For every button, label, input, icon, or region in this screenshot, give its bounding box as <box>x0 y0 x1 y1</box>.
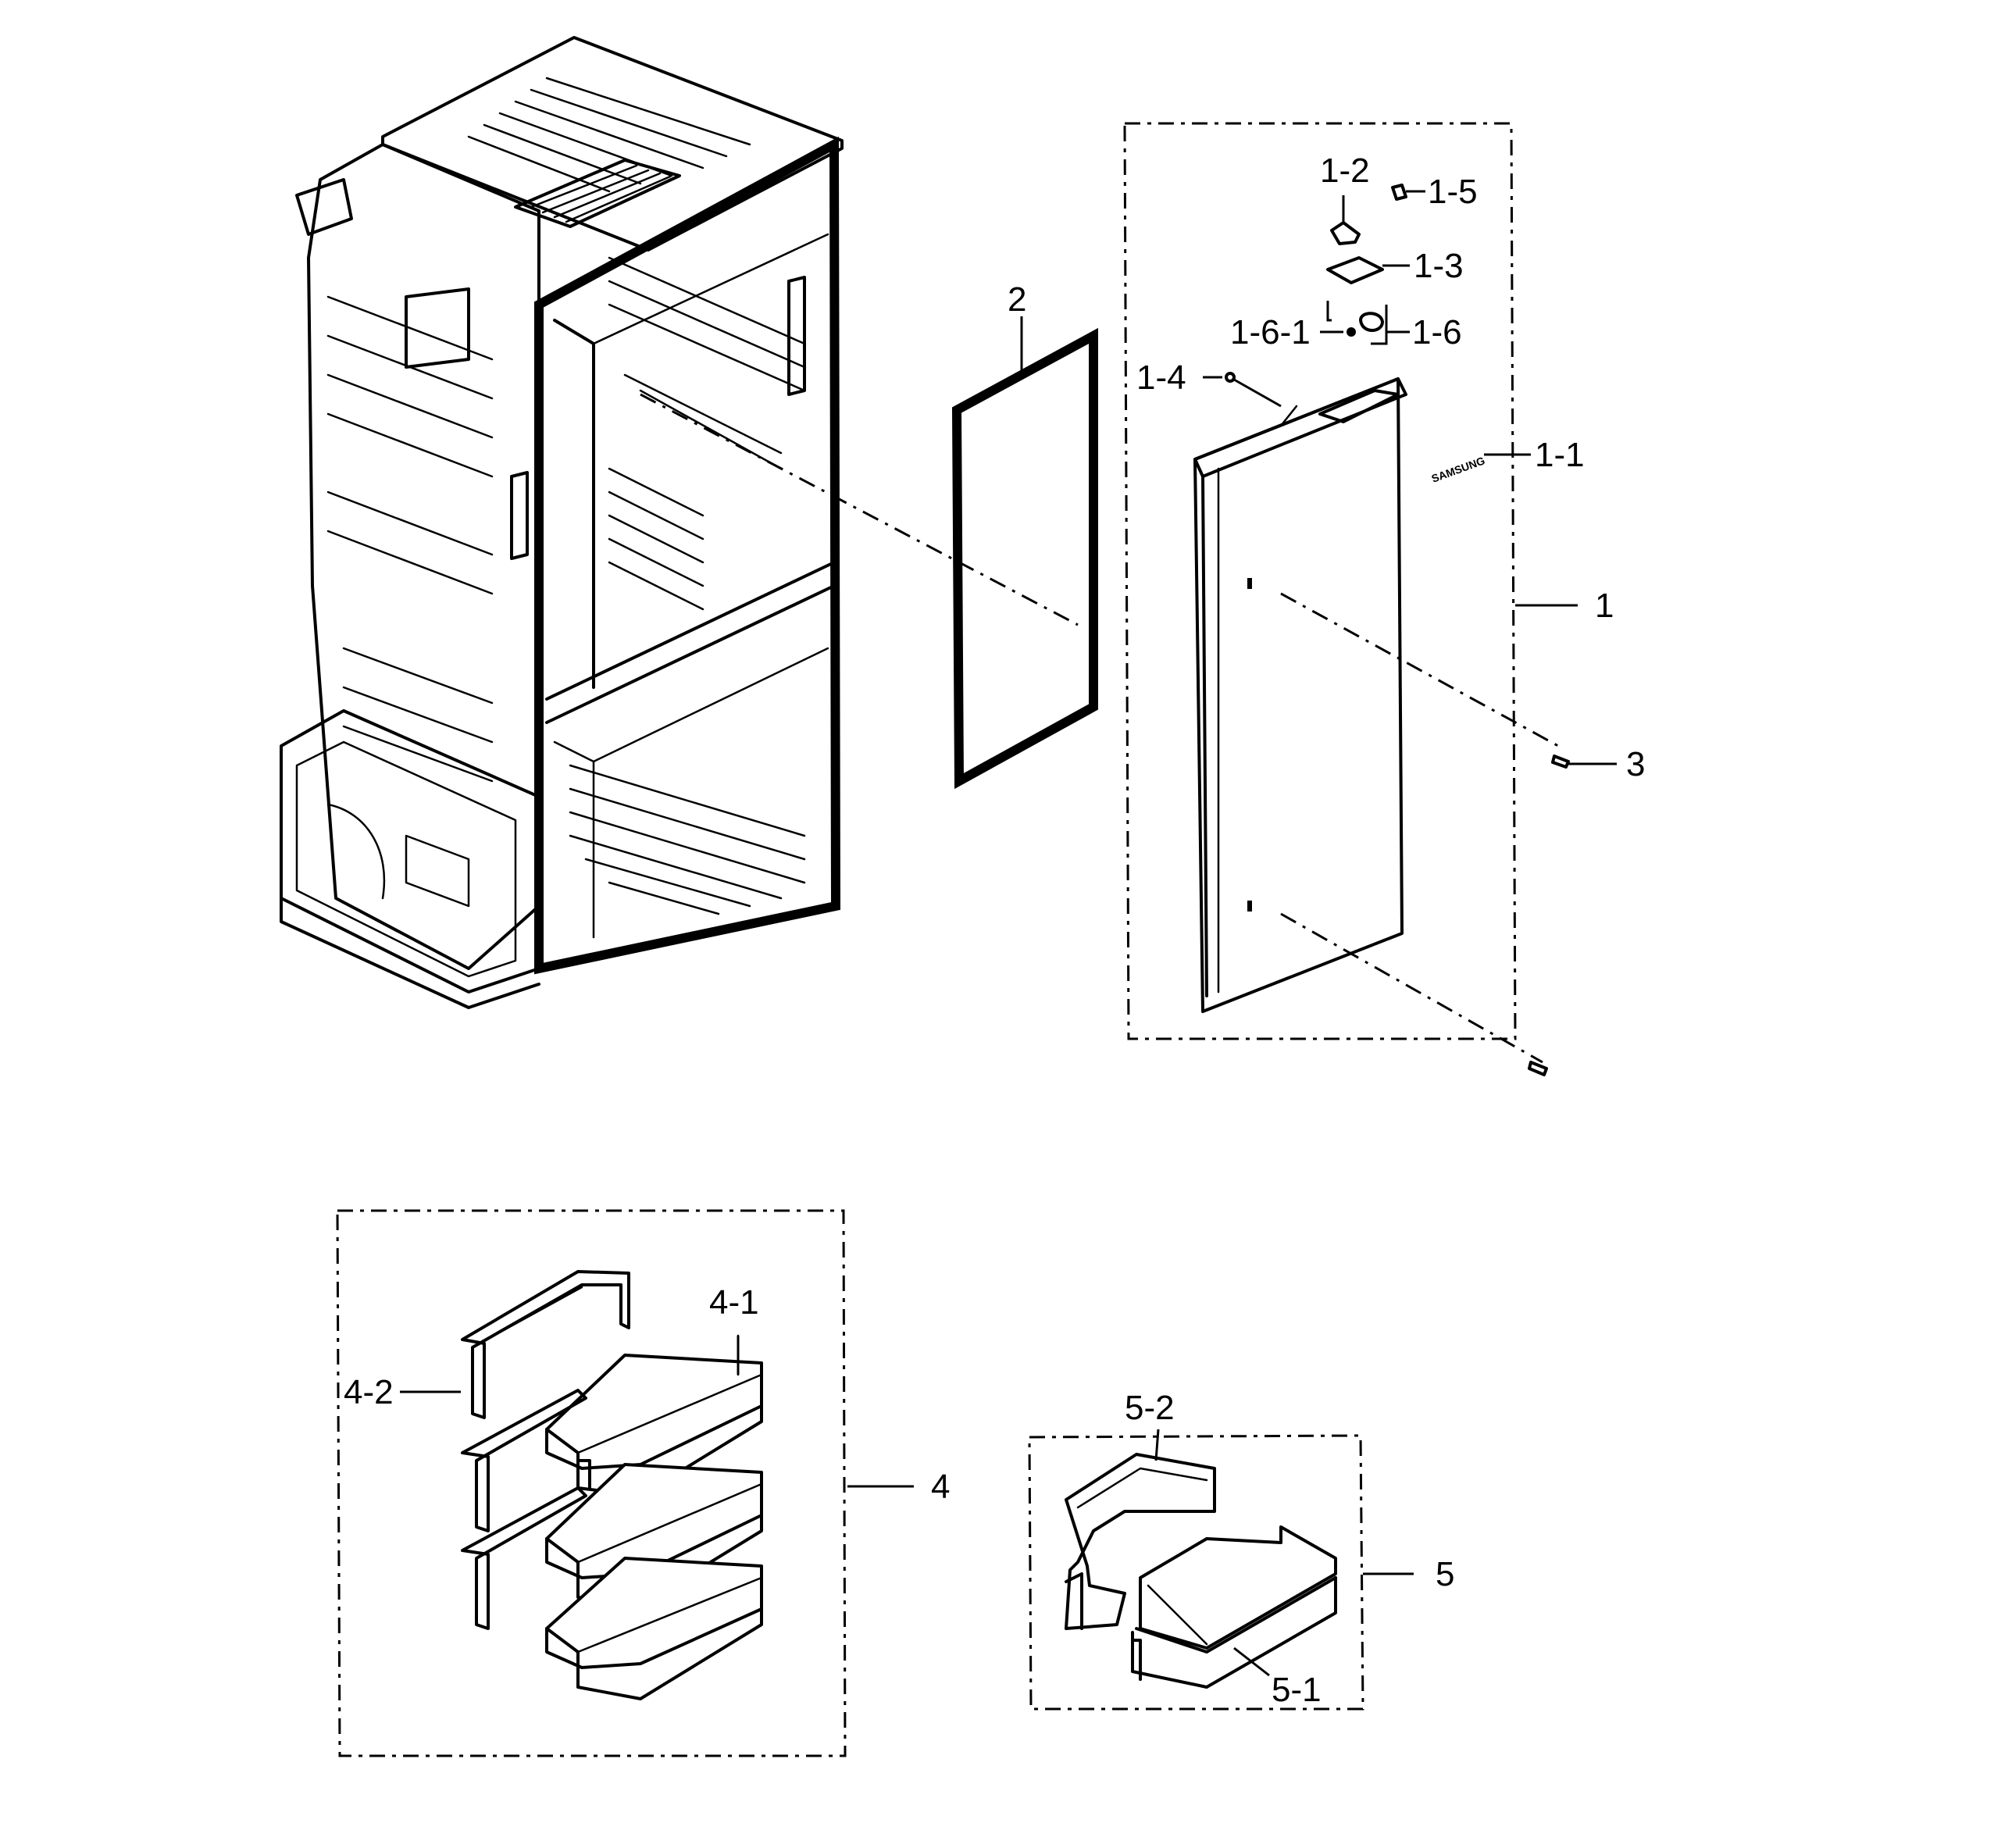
callout-leaders <box>1203 190 1578 607</box>
alignment-line-upper-screw <box>1280 592 1559 747</box>
callout-1-3: 1-3 <box>1414 247 1464 285</box>
callout-5-2: 5-2 <box>1125 1389 1175 1427</box>
door-bin-set-dashed-box <box>336 1209 847 1757</box>
leader-5-1 <box>1233 1646 1270 1677</box>
alignment-line-gasket <box>640 393 1079 626</box>
callout-1-6-1: 1-6-1 <box>1230 313 1311 351</box>
callout-5-1: 5-1 <box>1272 1671 1322 1709</box>
door-gasket <box>951 327 1098 790</box>
callout-2: 2 <box>1008 280 1026 319</box>
refrigerator-cabinet <box>280 36 844 1009</box>
door-assembly-dashed-box <box>1123 122 1517 1040</box>
alignment-line-lower-screw <box>1280 912 1543 1064</box>
door-bins-set-5 <box>1065 1453 1337 1689</box>
callout-1-4: 1-4 <box>1136 359 1186 397</box>
large-bin-set-dashed-box <box>1028 1434 1364 1711</box>
callout-1-6: 1-6 <box>1412 313 1462 351</box>
screw-lower <box>1528 1061 1548 1076</box>
screw-part-3 <box>1551 755 1617 769</box>
callout-4-1: 4-1 <box>709 1283 759 1322</box>
hinge-parts <box>1225 184 1407 408</box>
callout-3: 3 <box>1626 745 1645 783</box>
callout-1-2: 1-2 <box>1320 152 1370 190</box>
refrigerator-door <box>1193 377 1407 1013</box>
callout-1: 1 <box>1595 587 1614 625</box>
callout-4-2: 4-2 <box>344 1373 394 1411</box>
leader-5-2 <box>1154 1429 1160 1461</box>
callout-1-1: 1-1 <box>1535 436 1585 474</box>
samsung-logo: SAMSUNG <box>1430 454 1487 485</box>
callout-4: 4 <box>931 1468 950 1506</box>
callout-5: 5 <box>1436 1555 1454 1593</box>
door-bins-set-4 <box>461 1270 763 1700</box>
callout-1-5: 1-5 <box>1428 173 1478 211</box>
